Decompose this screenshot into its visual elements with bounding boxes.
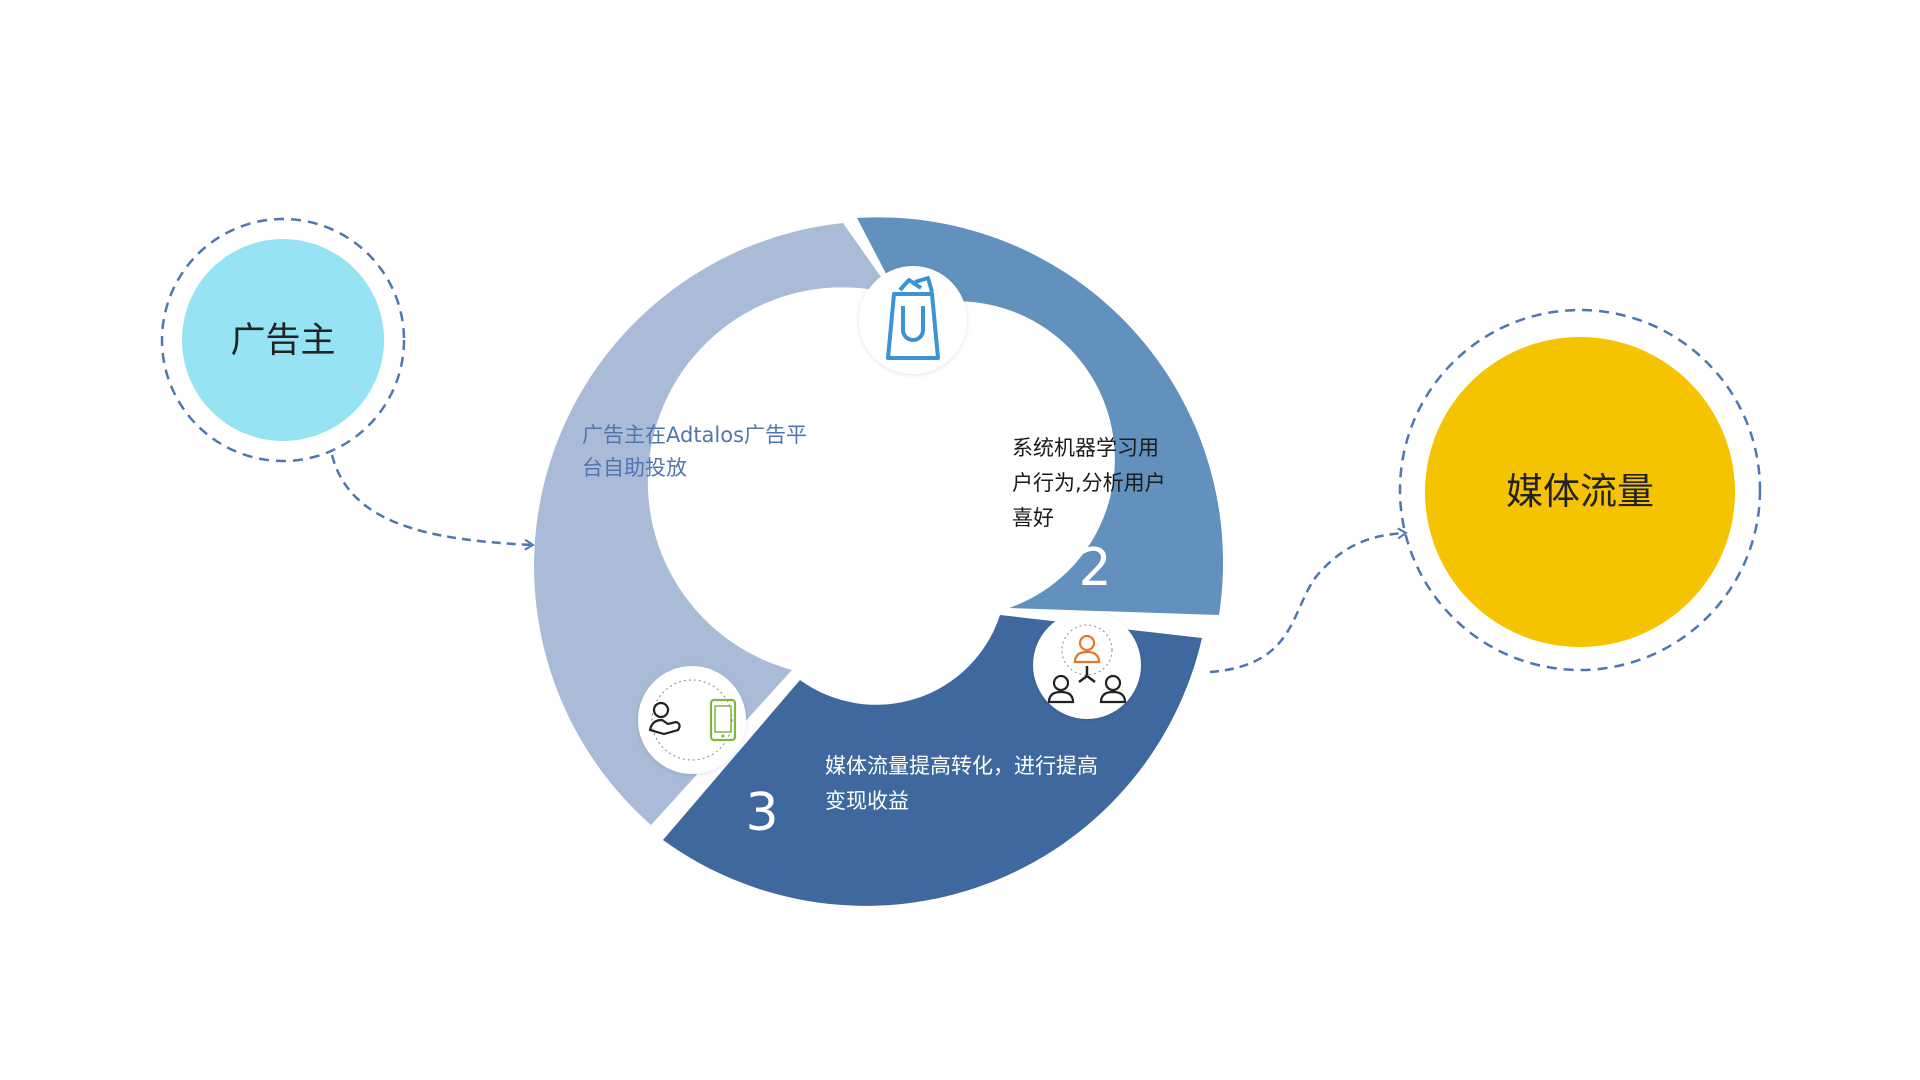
media-dashed-ring <box>1398 308 1762 672</box>
step-3-text-line: 媒体流量提高转化，进行提高 <box>825 754 1098 778</box>
advertiser-label: 广告主 <box>230 321 335 361</box>
connector-advertiser-to-cycle <box>330 454 535 551</box>
media-circle <box>1425 337 1735 647</box>
segment-1 <box>534 223 893 825</box>
media-traffic-node: 媒体流量 <box>1398 308 1762 672</box>
hand-phone-icon <box>648 698 737 742</box>
media-label: 媒体流量 <box>1506 470 1654 513</box>
step-3-text-line: 变现收益 <box>825 789 909 813</box>
advertiser-circle <box>182 239 384 441</box>
step-1-text-line: 台自助投放 <box>582 456 687 480</box>
step-3-description: 媒体流量提高转化，进行提高 变现收益 <box>825 754 1105 813</box>
step-2-text-line: 户行为,分析用户 <box>1012 471 1166 495</box>
step-2-number: 2 <box>1078 538 1111 598</box>
step-3-number: 3 <box>745 783 778 843</box>
connector-cycle-to-media <box>1209 527 1408 674</box>
shopping-bag-icon <box>886 276 940 360</box>
step-2-text-line: 喜好 <box>1012 506 1054 530</box>
step-1-badge <box>859 266 967 374</box>
advertiser-dashed-ring <box>160 217 406 463</box>
segment-2 <box>857 217 1224 615</box>
advertiser-node: 广告主 <box>160 217 406 463</box>
step-1-description: 广告主在Adtalos广告平 台自助投放 <box>582 423 814 480</box>
step-2-text-line: 系统机器学习用 <box>1012 436 1159 460</box>
step-3-badge <box>638 666 746 774</box>
user-network-icon <box>1047 634 1127 704</box>
step-2-badge <box>1033 611 1141 719</box>
step-2-description: 系统机器学习用 户行为,分析用户 喜好 <box>1012 436 1172 530</box>
step-1-number: 1 <box>793 303 826 363</box>
step-1-text-line: 广告主在Adtalos广告平 <box>582 423 807 447</box>
